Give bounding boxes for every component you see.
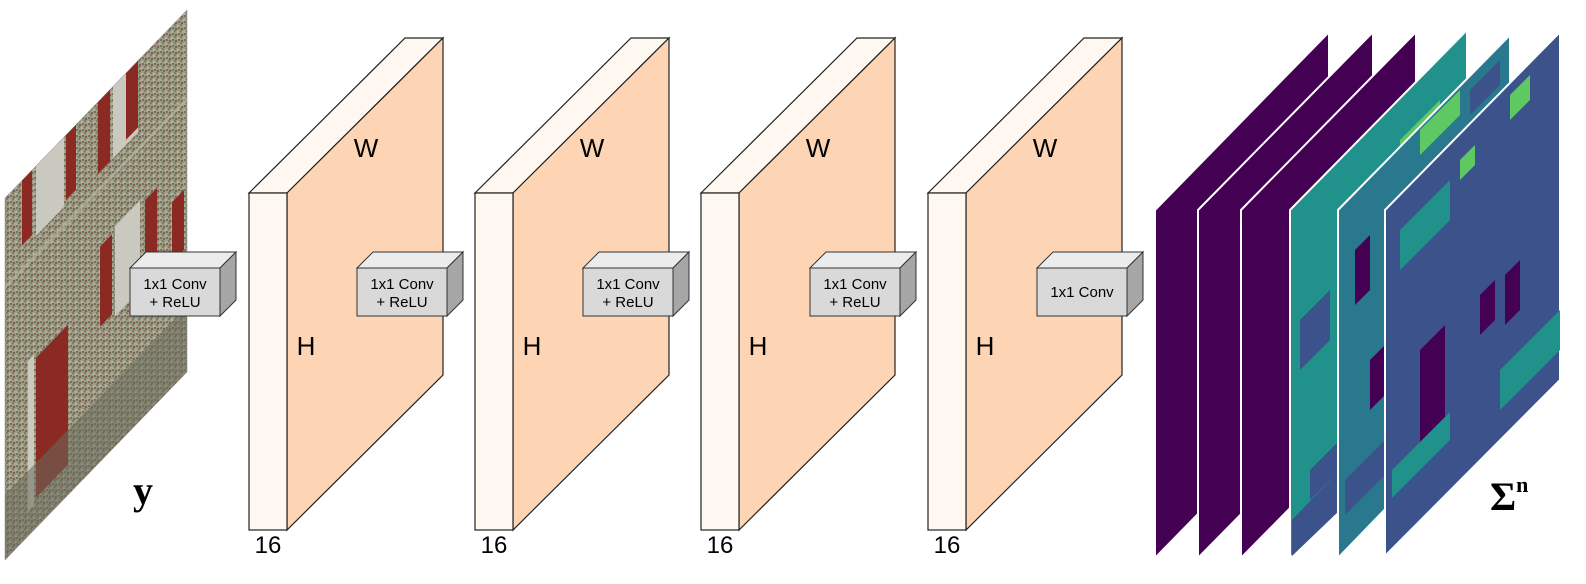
op-label-line2: + ReLU <box>149 294 200 311</box>
block-width-label: W <box>354 133 379 163</box>
op-label-line1: 1x1 Conv <box>1050 284 1114 301</box>
conv-relu-op-4: 1x1 Conv+ ReLU <box>808 250 918 318</box>
op-label-line1: 1x1 Conv <box>370 276 434 293</box>
block-depth-label: 16 <box>481 532 508 559</box>
block-width-label: W <box>806 133 831 163</box>
block-height-label: H <box>523 331 542 361</box>
conv-relu-op-3: 1x1 Conv+ ReLU <box>581 250 691 318</box>
block-height-label: H <box>297 331 316 361</box>
block-height-label: H <box>749 331 768 361</box>
output-plane-6 <box>1384 29 1561 559</box>
input-image <box>4 9 188 561</box>
input-label: y <box>133 468 153 513</box>
op-label-line2: + ReLU <box>376 294 427 311</box>
block-front-face <box>248 192 288 531</box>
conv-relu-op-1: 1x1 Conv+ ReLU <box>128 250 238 318</box>
output-stack <box>1154 27 1561 561</box>
conv-relu-op-2: 1x1 Conv+ ReLU <box>355 250 465 318</box>
final-conv-op: 1x1 Conv <box>1035 250 1145 318</box>
input-photo-details <box>5 52 187 560</box>
block-front-face <box>474 192 514 531</box>
block-depth-label: 16 <box>255 532 282 559</box>
block-width-label: W <box>1033 133 1058 163</box>
block-width-label: W <box>580 133 605 163</box>
op-label-line2: + ReLU <box>602 294 653 311</box>
block-front-face <box>700 192 740 531</box>
output-label: Σn <box>1490 472 1528 519</box>
block-front-face <box>927 192 967 531</box>
block-depth-label: 16 <box>707 532 734 559</box>
op-label-line1: 1x1 Conv <box>596 276 660 293</box>
op-label-line2: + ReLU <box>829 294 880 311</box>
block-depth-label: 16 <box>934 532 961 559</box>
block-height-label: H <box>976 331 995 361</box>
op-label-line1: 1x1 Conv <box>823 276 887 293</box>
op-label-line1: 1x1 Conv <box>143 276 207 293</box>
